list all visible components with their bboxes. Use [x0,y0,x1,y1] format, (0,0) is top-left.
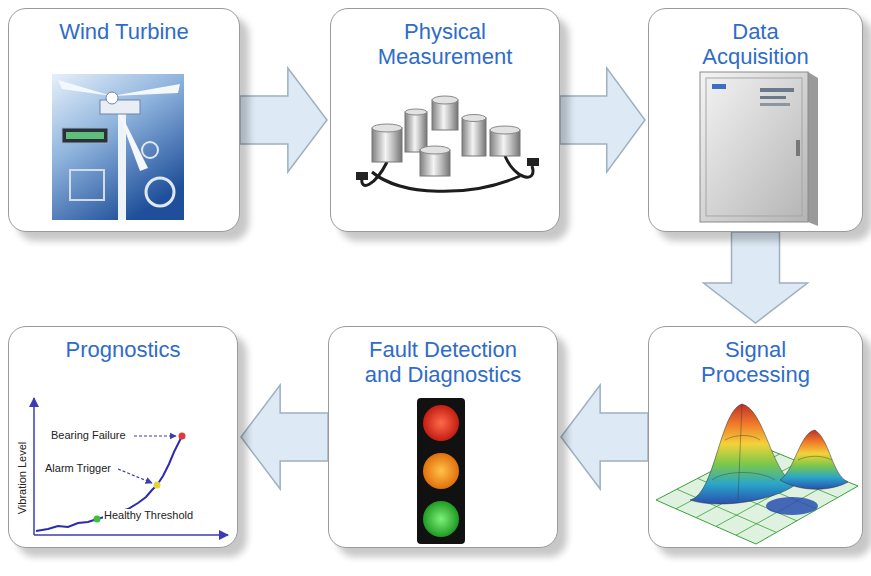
sensor-set-part [490,130,520,156]
surface-plot-part [696,462,799,518]
prognostics-chart-part [33,398,35,535]
acquisition-cabinet-part [760,88,794,92]
flow-arrow [560,68,645,172]
sensor-set-part [372,128,402,162]
process-box: Fault Detection and Diagnostics [328,326,558,548]
surface-plot-part [676,454,838,535]
sensor-set-part [420,146,450,154]
prognostics-chart-part [179,433,186,440]
sensor-set-part [420,150,450,176]
acquisition-cabinet [700,72,818,226]
process-box: Wind Turbine [8,8,240,232]
box-title: Prognostics [23,337,223,362]
chart-annotation: Alarm Trigger [44,462,112,475]
surface-plot-part [798,456,832,460]
sensor-set-part [505,156,533,177]
prognostics-chart [34,398,228,535]
box-title: Signal Processing [686,337,826,388]
traffic-light-part [423,501,459,537]
box-title: Fault Detection and Diagnostics [354,337,532,388]
turbine-photo-part [142,142,158,158]
surface-plot-part [736,478,838,535]
traffic-light [417,398,465,544]
box-title: Data Acquisition [686,19,826,70]
sensor-set-part [490,126,520,134]
surface-plot-part [656,446,858,544]
acquisition-cabinet-part [796,140,800,156]
traffic-light-part [423,405,459,441]
turbine-photo-part [118,112,126,220]
surface-plot-part [712,473,775,481]
prognostics-chart-part [134,435,176,436]
turbine-photo-part [52,74,184,220]
surface-plot-part [725,436,760,441]
acquisition-cabinet-part [808,72,818,226]
process-box: Signal Processing [648,326,863,548]
turbine-photo-part [146,178,174,206]
surface-plot-part [738,404,742,500]
process-box: Physical Measurement [330,8,560,232]
turbine-photo-part [100,100,140,114]
sensor-set-part [432,96,458,104]
flow-arrow [240,68,327,172]
surface-plot-part [677,489,777,532]
turbine-photo-part [70,170,104,200]
box-title: Physical Measurement [360,19,530,70]
turbine-photo-part [112,96,148,171]
sensor-set-part [372,124,402,132]
box-title: Wind Turbine [24,19,224,44]
sensor-set [356,96,539,191]
sensor-set-part [462,115,486,122]
turbine-photo-part [106,92,118,104]
surface-plot-part [780,430,848,489]
surface-plot [656,404,858,544]
prognostics-chart-part [94,516,101,523]
surface-plot-part [718,468,817,510]
acquisition-cabinet-part [760,96,786,99]
sensor-set-part [372,172,520,191]
sensor-set-part [405,109,427,115]
surface-plot-part [712,404,832,500]
prognostics-chart-part [34,534,228,536]
turbine-photo-part [58,80,112,96]
chart-annotation: Healthy Threshold [103,509,194,522]
prognostics-chart-part [154,482,161,489]
acquisition-cabinet-part [760,103,790,106]
sensor-set-part [432,100,458,130]
prognostics-chart-part [118,469,152,483]
flow-arrow [561,385,648,489]
acquisition-cabinet-part [706,78,802,216]
surface-plot-part [716,470,819,526]
chart-annotation: Bearing Failure [50,429,127,442]
acquisition-cabinet-part [712,84,726,89]
traffic-light-part [423,453,459,489]
turbine-photo [52,74,184,220]
sensor-set-part [527,158,539,166]
flow-arrow [704,232,808,323]
traffic-light-part [417,398,465,544]
surface-plot-part [698,478,797,520]
sensor-set-part [362,162,387,185]
turbine-photo-part [66,132,104,139]
surface-plot-part [676,454,780,509]
axis-label: Vibration Level [16,441,29,516]
sensor-set-part [356,172,368,180]
acquisition-cabinet-part [700,72,808,222]
surface-plot-part [766,497,818,515]
process-box: Data Acquisition [648,8,863,232]
sensor-set-part [462,118,486,156]
surface-plot-part [739,457,837,498]
sensor-set-part [405,112,427,152]
turbine-photo-part [62,128,108,143]
flow-arrow [241,385,328,489]
turbine-photo-part [112,84,180,96]
surface-plot-part [690,404,795,504]
